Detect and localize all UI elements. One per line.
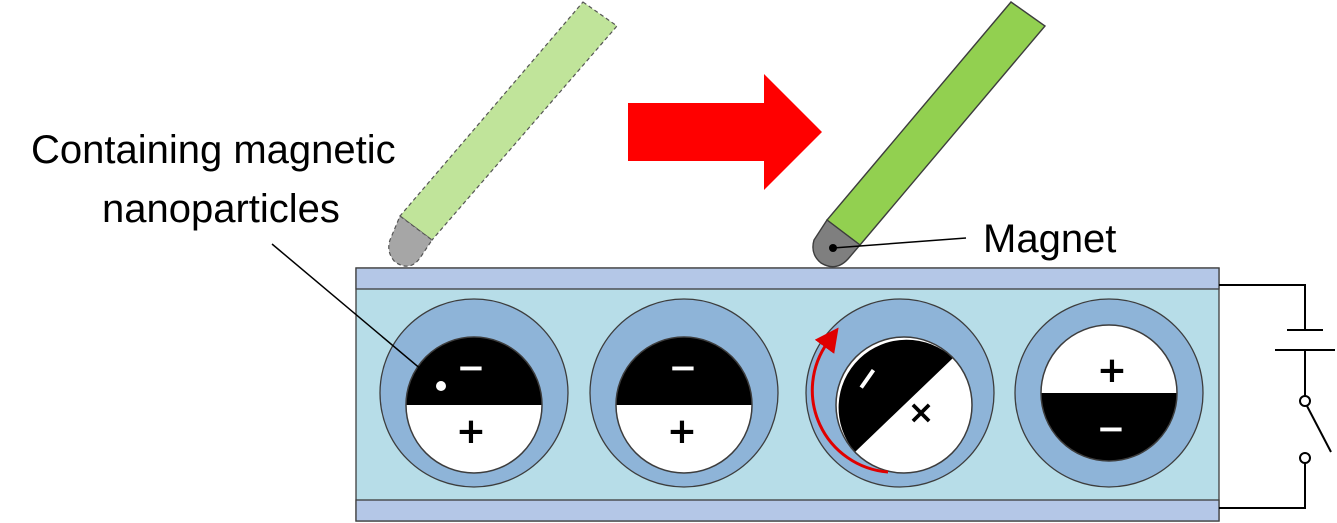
switch-terminal-bottom [1299, 452, 1311, 464]
particle-black-half [1041, 393, 1177, 461]
switch-lever [1306, 405, 1332, 453]
nanoparticle-dot [436, 381, 446, 391]
capsule-4: + − [1014, 298, 1204, 488]
magnet-label: Magnet [983, 217, 1116, 261]
positive-sign: + [667, 411, 697, 452]
particle-outline [1040, 324, 1178, 462]
magnet-leader-line [832, 237, 967, 249]
top-plate [355, 267, 1220, 290]
particle-outline [405, 336, 543, 474]
negative-sign: − [669, 348, 698, 388]
positive-sign: + [456, 411, 486, 452]
negative-sign: − [457, 348, 486, 388]
wire-bottom [1219, 463, 1306, 509]
circuit [1219, 284, 1335, 509]
nanoparticles-label-line1: Containing magnetic [31, 128, 396, 172]
particle-black-half [838, 339, 953, 452]
pen-after [812, 1, 1047, 268]
pen-after-body [825, 1, 1047, 246]
capsule-2: − + [589, 298, 779, 488]
magnet-tip [812, 218, 862, 268]
wire-top [1219, 284, 1306, 330]
positive-sign: + [1097, 350, 1127, 391]
negative-sign: − [1097, 409, 1126, 449]
particle-outline [615, 336, 753, 474]
cross-sign: × [908, 393, 935, 431]
switch-terminal-top [1299, 395, 1311, 407]
pen-before-tip [388, 215, 433, 267]
rotation-arrow [810, 327, 889, 474]
nanoparticles-label-line2: nanoparticles [102, 187, 340, 231]
capsule-1: − + [379, 298, 569, 488]
particle-black-half [616, 337, 752, 405]
pen-before [388, 1, 618, 267]
bottom-plate [355, 499, 1220, 522]
particle-outline [835, 336, 973, 474]
nanoparticles-leader-line [271, 243, 442, 387]
transition-arrow [628, 74, 822, 190]
capsule-3: − × [805, 298, 995, 488]
pen-before-body [399, 1, 618, 241]
